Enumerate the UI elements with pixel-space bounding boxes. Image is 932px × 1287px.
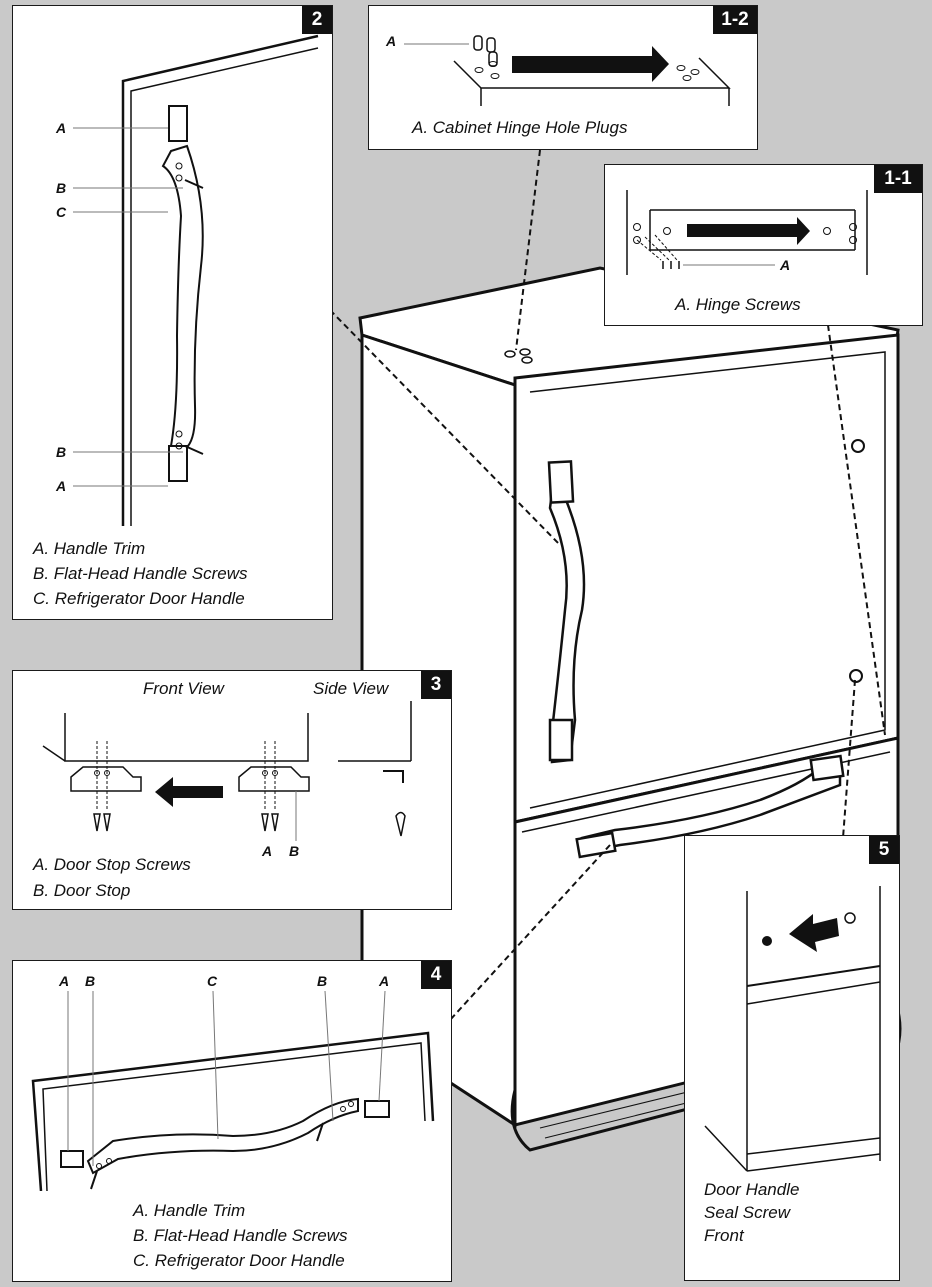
panel-5-caption-line-2: Seal Screw [704, 1203, 790, 1222]
direction-arrow-icon [173, 786, 223, 798]
panel-5-seal-screw: 5 Door Handle Seal Screw Front [684, 835, 900, 1281]
panel-1-1-letter-a: A [780, 257, 791, 273]
panel-4-number: 4 [421, 961, 451, 989]
panel-3-front-view: Front View [143, 679, 224, 698]
panel-2-drawing [73, 34, 319, 526]
panel-4-caption-b: B. Flat-Head Handle Screws [133, 1226, 348, 1245]
panel-1-2-drawing [404, 35, 731, 106]
panel-4-letter-b-right: B [317, 973, 328, 989]
panel-4-letter-a-right: A [379, 973, 390, 989]
panel-2-letter-c: C [56, 204, 67, 220]
panel-4-letter-a-left: A [59, 973, 70, 989]
panel-2-vertical-handle: 2 A B C B A A. Handle Trim B. Flat-Head … [12, 5, 333, 620]
panel-1-2-letter-a: A [386, 33, 397, 49]
panel-5-drawing [704, 886, 881, 1172]
panel-4-caption-c: C. Refrigerator Door Handle [133, 1251, 345, 1270]
panel-3-letter-b: B [289, 843, 300, 859]
panel-5-caption-line-1: Door Handle [704, 1180, 800, 1199]
panel-1-2-number: 1-2 [713, 6, 757, 34]
panel-4-caption-a: A. Handle Trim [133, 1201, 246, 1220]
panel-4-drawing [31, 990, 435, 1191]
panel-2-letter-a-top: A [56, 120, 67, 136]
panel-1-1-number: 1-1 [874, 165, 922, 193]
panel-2-letter-b-bottom: B [56, 444, 67, 460]
panel-2-letter-b-top: B [56, 180, 67, 196]
panel-2-caption-b: B. Flat-Head Handle Screws [33, 564, 248, 583]
panel-2-caption-c: C. Refrigerator Door Handle [33, 589, 245, 608]
direction-arrow-icon [687, 224, 797, 237]
panel-4-handle [86, 1097, 359, 1175]
panel-3-caption-b: B. Door Stop [33, 881, 131, 900]
panel-3-side-view: Side View [313, 679, 389, 698]
panel-3-door-stop: 3 Front View Side View A B A. Door Stop … [12, 670, 452, 910]
panel-3-caption-a: A. Door Stop Screws [33, 855, 191, 874]
panel-4-letter-b-left: B [85, 973, 96, 989]
panel-5-number: 5 [869, 836, 899, 864]
direction-arrow-icon [512, 56, 652, 73]
panel-4-letter-c: C [207, 973, 218, 989]
panel-2-letter-a-bottom: A [56, 478, 67, 494]
panel-1-1-drawing [626, 190, 868, 275]
panel-3-letter-a: A [262, 843, 273, 859]
panel-1-2-cabinet-hinge-hole-plugs: 1-2 A A. Cabinet Hinge Hole Plugs [368, 5, 758, 150]
panel-1-2-caption: A. Cabinet Hinge Hole Plugs [412, 118, 628, 137]
panel-3-drawing [42, 701, 412, 841]
panel-3-number: 3 [421, 671, 451, 699]
panel-4-horizontal-handle: 4 A B C B A A. Handle Trim B. Flat-Head … [12, 960, 452, 1282]
panel-2-caption-a: A. Handle Trim [33, 539, 146, 558]
panel-1-1-caption: A. Hinge Screws [675, 295, 801, 314]
direction-arrow-icon [789, 914, 839, 952]
panel-1-1-hinge-screws: 1-1 A A. Hinge Screws [604, 164, 923, 326]
panel-5-caption-line-3: Front [704, 1226, 744, 1245]
panel-2-number: 2 [302, 6, 332, 34]
